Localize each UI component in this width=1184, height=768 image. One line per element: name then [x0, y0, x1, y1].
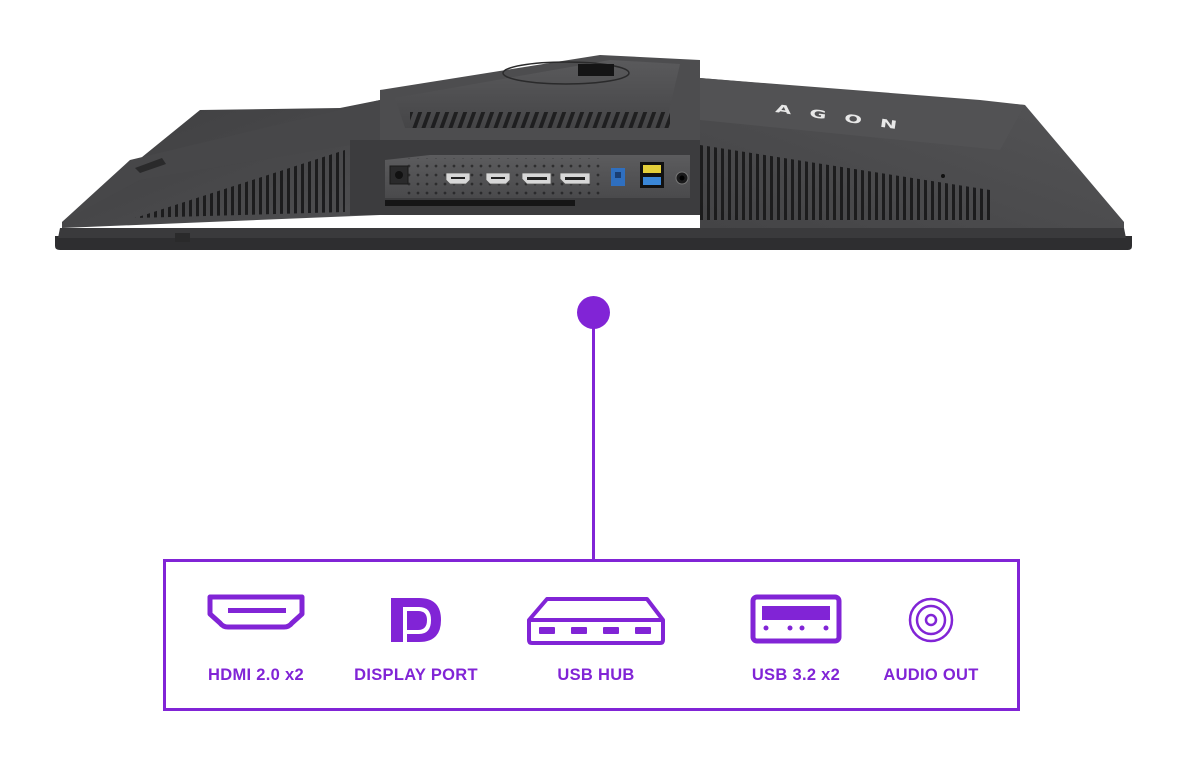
usb-port-icon: [750, 594, 842, 644]
monitor-bottom-view: AGON: [0, 0, 1184, 270]
callout-line: [592, 320, 595, 560]
port-label: AUDIO OUT: [883, 666, 979, 684]
port-label: HDMI 2.0 x2: [208, 666, 304, 684]
port-item-usb-hub: USB HUB: [511, 562, 681, 708]
usb-hub-icon: [527, 597, 665, 645]
port-item-hdmi: HDMI 2.0 x2: [176, 562, 336, 708]
displayport-icon: [391, 598, 441, 642]
monitor-illustration: AGON: [55, 55, 1132, 250]
port-label: USB HUB: [557, 666, 635, 684]
audio-out-icon: [908, 597, 954, 643]
hdmi-icon: [207, 594, 305, 630]
connectivity-panel: HDMI 2.0 x2 DISPLAY PORT USB HUB: [163, 559, 1020, 711]
port-item-audio-out: AUDIO OUT: [856, 562, 1006, 708]
port-item-displayport: DISPLAY PORT: [341, 562, 491, 708]
port-label: DISPLAY PORT: [354, 666, 478, 684]
port-label: USB 3.2 x2: [751, 666, 841, 684]
port-item-usb-3-2: USB 3.2 x2: [706, 562, 886, 708]
